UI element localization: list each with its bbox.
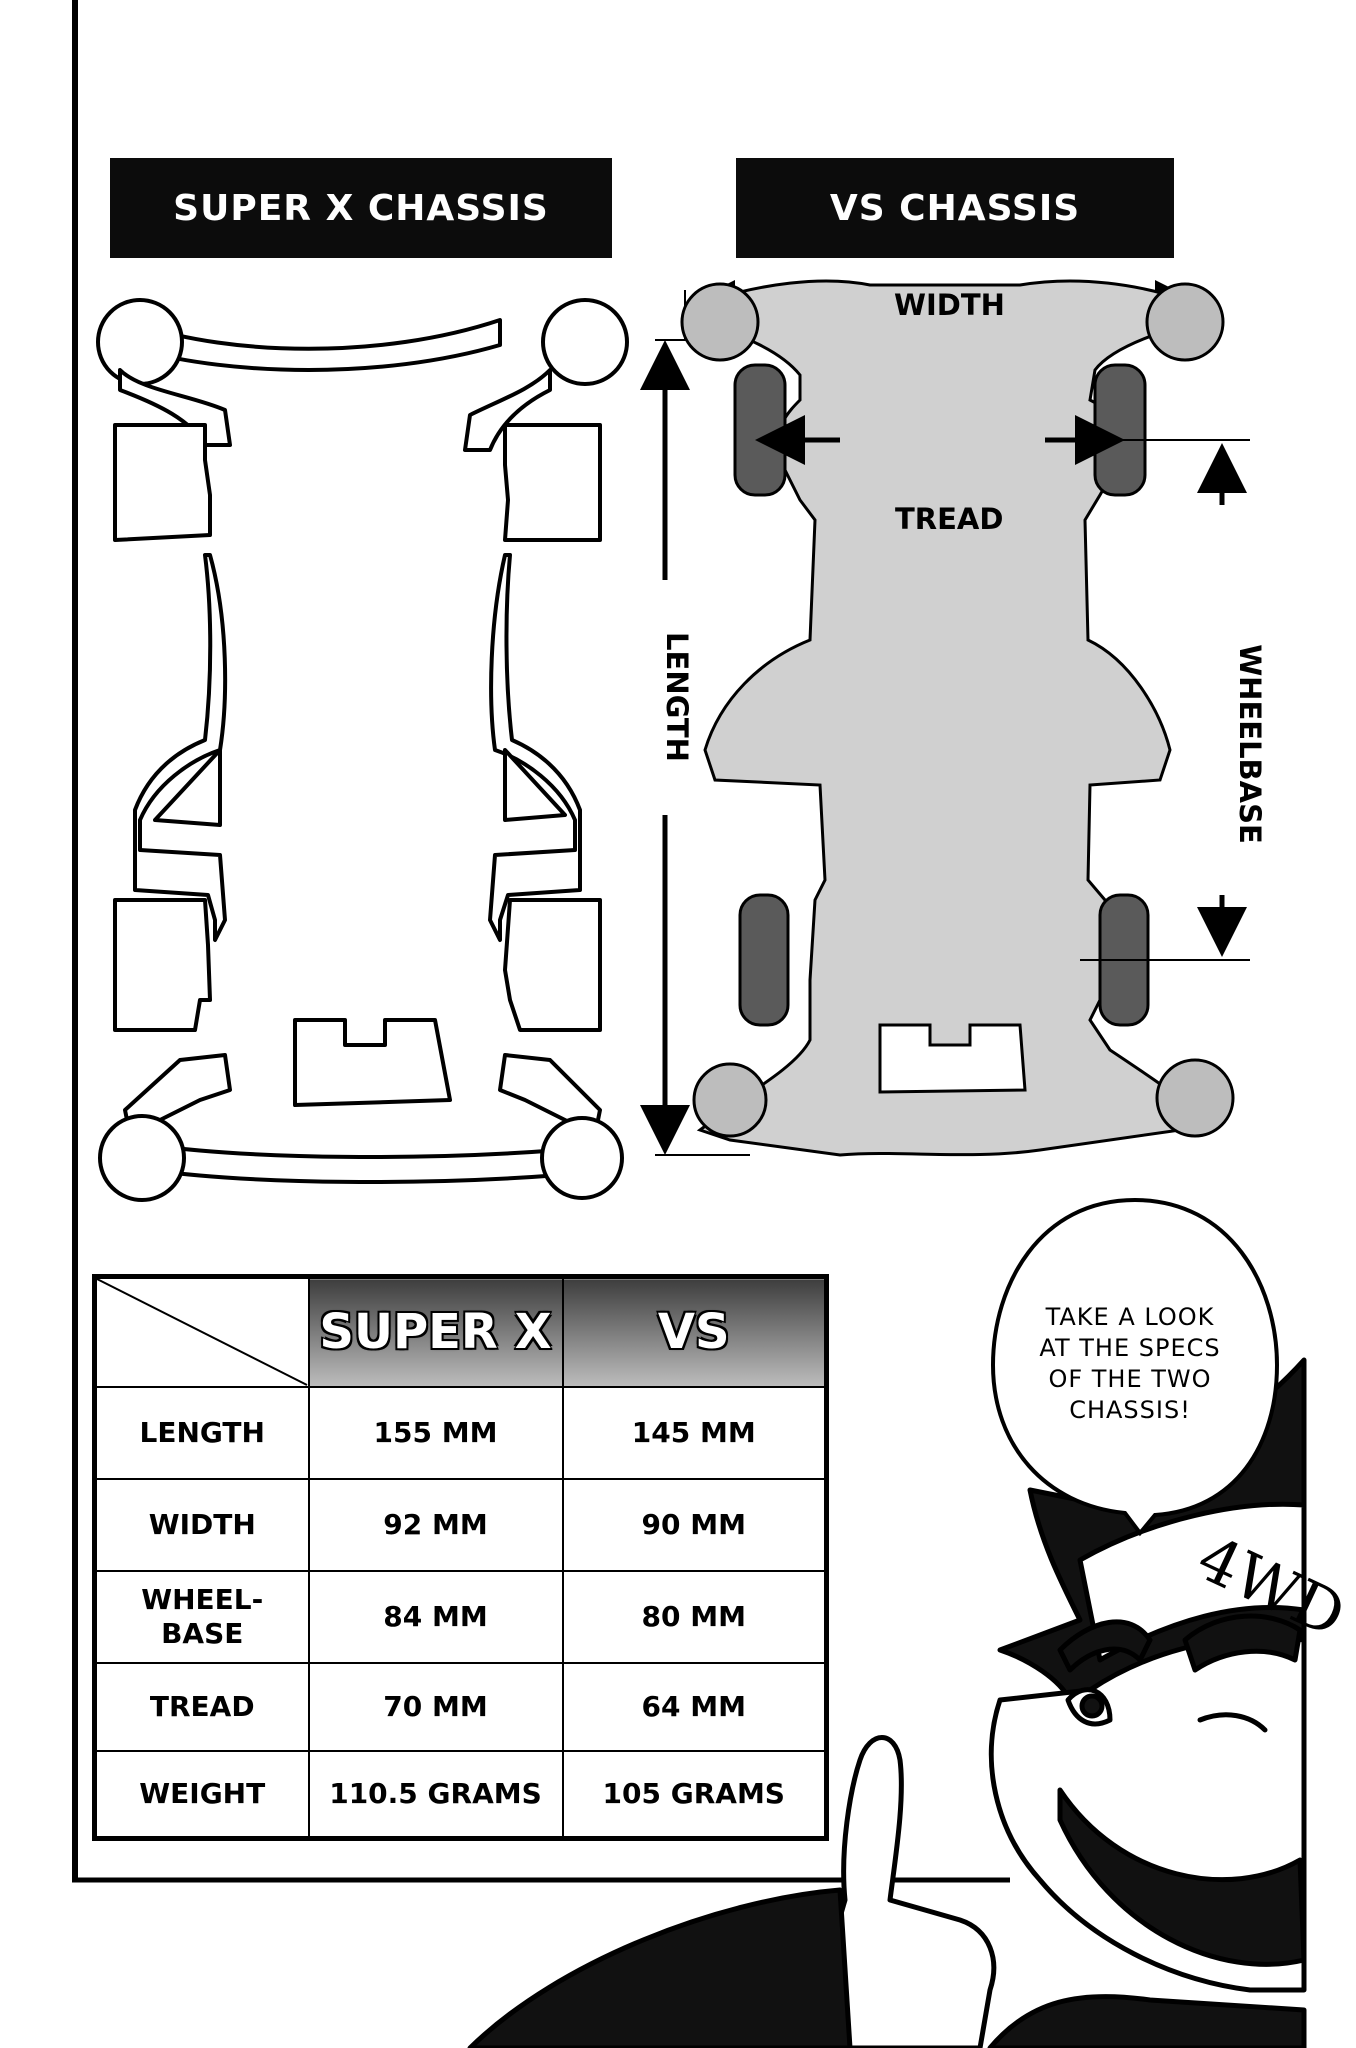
super-x-chassis-header: SUPER X CHASSIS — [110, 158, 612, 258]
vs-value: 90 MM — [561, 1477, 828, 1572]
super-x-value: 84 MM — [307, 1569, 564, 1664]
vs-value: 105 GRAMS — [561, 1749, 828, 1840]
table-row: WHEEL- BASE 84 MM 80 MM — [93, 1569, 828, 1664]
tread-label: TREAD — [895, 502, 1004, 536]
super-x-value: 110.5 GRAMS — [307, 1749, 564, 1840]
super-x-value: 155 MM — [307, 1385, 564, 1480]
super-x-value: 92 MM — [307, 1477, 564, 1572]
table-row: WIDTH 92 MM 90 MM — [93, 1477, 828, 1572]
table-row: TREAD 70 MM 64 MM — [93, 1661, 828, 1752]
super-x-chassis-drawing — [96, 298, 629, 1202]
bubble-line: OF THE TWO — [1048, 1365, 1212, 1393]
width-label: WIDTH — [894, 288, 1005, 322]
vs-chassis-drawing — [640, 279, 1250, 1157]
row-label: WHEEL- BASE — [93, 1569, 310, 1664]
speech-bubble — [990, 1197, 1280, 1537]
manga-page: SUPER X CHASSIS VS CHASSIS — [72, 0, 1356, 2048]
row-label: TREAD — [93, 1661, 310, 1752]
vs-chassis-header: VS CHASSIS — [736, 158, 1174, 258]
row-label: LENGTH — [93, 1385, 310, 1480]
table-row: WEIGHT 110.5 GRAMS 105 GRAMS — [93, 1749, 828, 1840]
row-label: WEIGHT — [93, 1749, 310, 1840]
row-label: WIDTH — [93, 1477, 310, 1572]
bubble-line: AT THE SPECS — [1039, 1334, 1221, 1362]
super-x-value: 70 MM — [307, 1661, 564, 1752]
column-header-vs: VS — [561, 1275, 828, 1388]
table-row: LENGTH 155 MM 145 MM — [93, 1385, 828, 1480]
vs-value: 64 MM — [561, 1661, 828, 1752]
vs-value: 80 MM — [561, 1569, 828, 1664]
table-corner-cell — [93, 1275, 310, 1388]
character-illustration — [467, 1357, 1307, 2048]
vs-value: 145 MM — [561, 1385, 828, 1480]
speech-bubble-text: TAKE A LOOK AT THE SPECS OF THE TWO CHAS… — [1010, 1302, 1250, 1426]
bubble-line: TAKE A LOOK — [1045, 1303, 1215, 1331]
specs-table: SUPER X VS LENGTH 155 MM 145 MM WIDTH 92… — [92, 1274, 829, 1841]
bubble-line: CHASSIS! — [1069, 1396, 1191, 1424]
column-header-super-x: SUPER X — [307, 1275, 564, 1388]
